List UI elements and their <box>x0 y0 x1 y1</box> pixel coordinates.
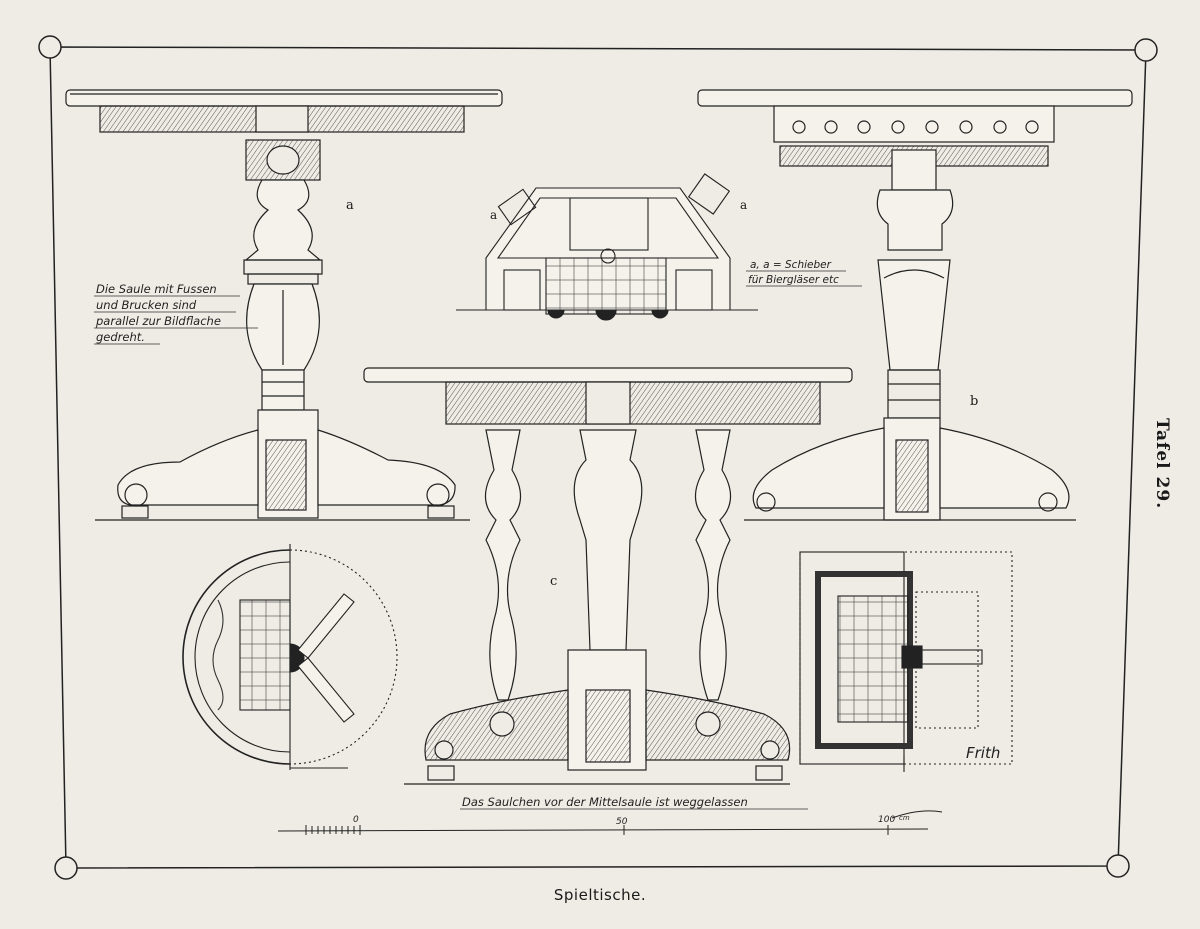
round-top-plan-drawing <box>182 544 398 770</box>
note-left-line1: Die Saule mit Fussen <box>96 282 217 296</box>
table-a-drawing <box>65 89 503 521</box>
plate-caption: Spieltische. <box>553 886 647 904</box>
plate-number: Tafel 29. <box>1152 418 1172 510</box>
square-top-plan-drawing <box>799 551 1013 772</box>
scale-label-0: 0 <box>353 815 359 825</box>
scale-label-100: 100 <box>878 815 895 825</box>
note-plan-line2: für Biergläser etc <box>748 274 839 286</box>
table-b-drawing <box>697 89 1133 521</box>
view-label-a: a <box>346 198 354 213</box>
note-left-underlines <box>94 295 258 345</box>
table-plan-drawing <box>456 173 758 321</box>
plan-label-a-left: a <box>490 208 497 222</box>
note-left-line2: und Brucken sind <box>96 298 197 312</box>
scale-bar <box>277 810 943 835</box>
scale-unit: cm <box>899 814 910 822</box>
plan-label-a-right: a <box>740 198 747 212</box>
view-label-b: b <box>970 394 978 409</box>
plate-frame <box>38 35 1158 880</box>
note-plan-underlines <box>746 270 862 287</box>
view-label-c: c <box>550 574 557 589</box>
note-bottom: Das Saulchen vor der Mittelsaule ist weg… <box>462 795 748 809</box>
note-plan-line1: a, a = Schieber <box>750 259 832 271</box>
note-left-line3: parallel zur Bildflache <box>95 314 221 328</box>
artist-signature: Frith <box>966 744 1000 762</box>
scale-label-50: 50 <box>616 817 628 827</box>
table-c-drawing <box>363 367 853 785</box>
note-left-line4: gedreht. <box>96 330 145 344</box>
